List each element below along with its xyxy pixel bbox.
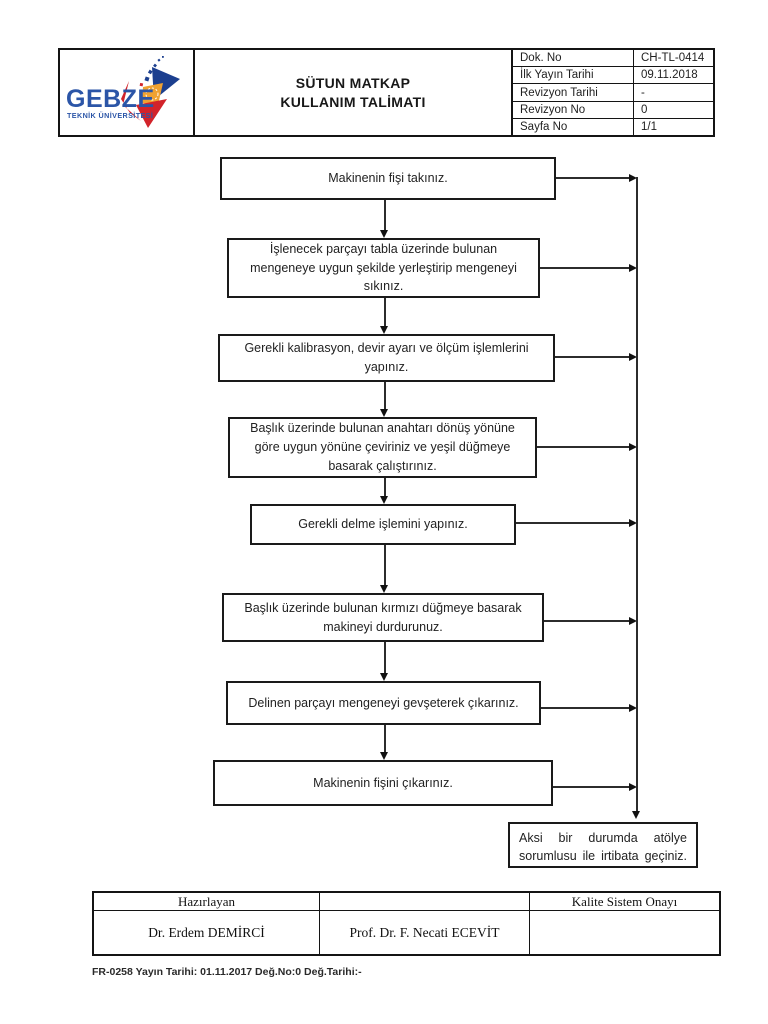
document-control-table: Dok. No CH-TL-0414 İlk Yayın Tarihi 09.1…: [513, 50, 713, 136]
document-header: GEBZE TEKNİK ÜNİVERSİTESİ SÜTUN MATKAP K…: [58, 48, 715, 137]
arrowhead-right-icon: [629, 703, 637, 712]
university-logo: GEBZE TEKNİK ÜNİVERSİTESİ: [60, 50, 195, 135]
doc-no-value: CH-TL-0414: [641, 52, 705, 65]
gtu-logo-subtitle: TEKNİK ÜNİVERSİTESİ: [67, 111, 153, 120]
connector-step4-step5: [384, 478, 386, 497]
connector-step6-step7: [384, 642, 386, 674]
page-no-row: Sayfa No 1/1: [513, 118, 713, 136]
approval-signature-row: Dr. Erdem DEMİRCİ Prof. Dr. F. Necati EC…: [94, 911, 719, 954]
gtu-logo-icon: GEBZE TEKNİK ÜNİVERSİTESİ: [66, 55, 180, 128]
arrowhead-down-icon: [380, 496, 388, 504]
flow-step-6: Başlık üzerinde bulunan kırmızı düğmeye …: [222, 593, 544, 642]
revision-no-value: 0: [641, 103, 648, 116]
revision-date-label: Revizyon Tarihi: [513, 84, 634, 101]
approver-name: Prof. Dr. F. Necati ECEVİT: [320, 911, 530, 954]
flow-step-3: Gerekli kalibrasyon, devir ayarı ve ölçü…: [218, 334, 555, 382]
approval-empty-header: [320, 893, 530, 910]
flow-step-4: Başlık üzerinde bulunan anahtarı dönüş y…: [228, 417, 537, 478]
flow-step-7: Delinen parçayı mengeneyi gevşeterek çık…: [226, 681, 541, 725]
revision-date-value: -: [641, 86, 645, 99]
connector-step1-step2: [384, 200, 386, 231]
rail-connector-step2: [540, 267, 629, 269]
flow-step-5: Gerekli delme işlemini yapınız.: [250, 504, 516, 545]
revision-date-row: Revizyon Tarihi -: [513, 84, 713, 102]
arrowhead-down-icon: [380, 585, 388, 593]
revision-no-row: Revizyon No 0: [513, 101, 713, 119]
approval-header-row: Hazırlayan Kalite Sistem Onayı: [94, 893, 719, 911]
document-title: SÜTUN MATKAP KULLANIM TALİMATI: [195, 50, 513, 135]
first-issue-date-row: İlk Yayın Tarihi 09.11.2018: [513, 67, 713, 85]
arrowhead-down-icon: [380, 673, 388, 681]
rail-connector-step5: [516, 522, 629, 524]
quality-system-approval-header: Kalite Sistem Onayı: [571, 893, 678, 909]
first-issue-date-value: 09.11.2018: [641, 69, 698, 82]
arrowhead-right-icon: [629, 782, 637, 791]
flow-exception-box: Aksi bir durumda atölye sorumlusu ile ir…: [508, 822, 698, 868]
doc-no-row: Dok. No CH-TL-0414: [513, 50, 713, 68]
rail-connector-step3: [555, 356, 629, 358]
arrowhead-right-icon: [629, 442, 637, 451]
flow-step-8: Makinenin fişini çıkarınız.: [213, 760, 553, 806]
arrowhead-right-icon: [629, 263, 637, 272]
connector-step3-step4: [384, 382, 386, 410]
rail-connector-step4: [537, 446, 629, 448]
revision-no-label: Revizyon No: [513, 101, 634, 118]
arrowhead-right-icon: [629, 616, 637, 625]
document-title-line2: KULLANIM TALİMATI: [280, 93, 426, 110]
flow-step-2: İşlenecek parçayı tabla üzerinde bulunan…: [227, 238, 540, 298]
form-reference-footer: FR-0258 Yayın Tarihi: 01.11.2017 Değ.No:…: [92, 966, 362, 978]
exception-rail-line: [636, 177, 638, 812]
arrowhead-down-icon: [380, 752, 388, 760]
document-title-line1: SÜTUN MATKAP: [295, 74, 411, 91]
arrowhead-down-icon: [380, 326, 388, 334]
connector-step7-step8: [384, 725, 386, 753]
rail-connector-step6: [544, 620, 629, 622]
approval-table: Hazırlayan Kalite Sistem Onayı Dr. Erdem…: [92, 891, 721, 956]
gtu-logo-wordmark: GEBZE: [66, 85, 155, 113]
first-issue-date-label: İlk Yayın Tarihi: [513, 67, 634, 84]
gtu-logo-mark: [120, 55, 180, 128]
arrowhead-right-icon: [629, 518, 637, 527]
arrowhead-right-icon: [629, 352, 637, 361]
arrowhead-right-icon: [629, 173, 637, 182]
arrowhead-down-icon: [380, 409, 388, 417]
page-no-label: Sayfa No: [513, 118, 634, 136]
connector-step2-step3: [384, 298, 386, 327]
prepared-by-name: Dr. Erdem DEMİRCİ: [94, 911, 320, 954]
quality-approval-signature-cell: [530, 911, 719, 954]
rail-connector-step1: [556, 177, 629, 179]
rail-connector-step8: [553, 786, 629, 788]
page-no-value: 1/1: [641, 120, 657, 133]
connector-step5-step6: [384, 545, 386, 586]
flow-step-1: Makinenin fişi takınız.: [220, 157, 556, 200]
doc-no-label: Dok. No: [513, 50, 634, 67]
rail-connector-step7: [541, 707, 629, 709]
arrowhead-down-icon: [380, 230, 388, 238]
prepared-by-header: Hazırlayan: [94, 893, 320, 910]
arrowhead-down-icon: [632, 811, 640, 819]
